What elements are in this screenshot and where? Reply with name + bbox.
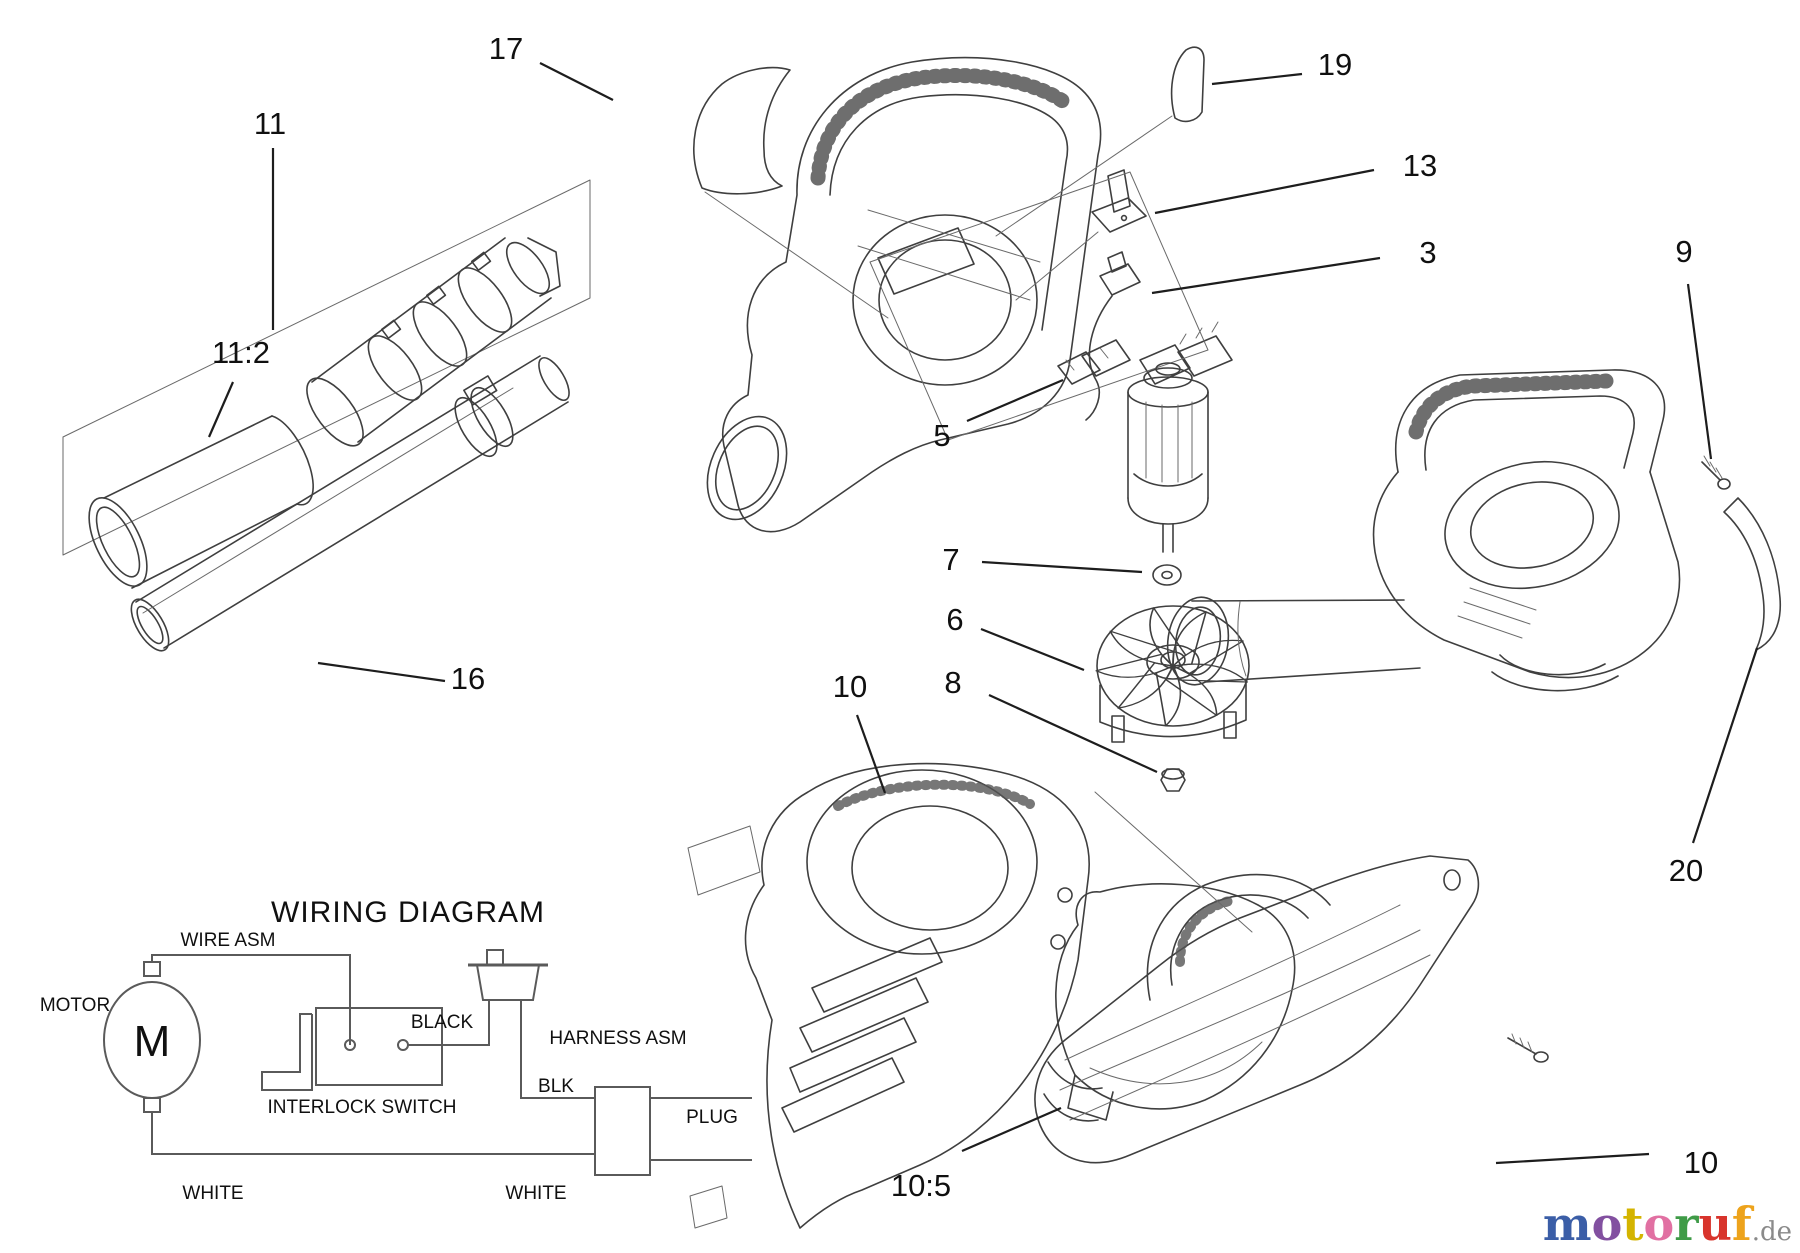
leader-line-20 [1691,647,1759,844]
leader-line-8 [988,694,1158,773]
motor-m-label: M [134,1017,171,1066]
nut-8-drawing [1160,768,1186,792]
callout-20: 20 [1669,853,1703,888]
wiring-diagram: WIRING DIAGRAM [40,896,752,1204]
watermark-letter: f [1732,1197,1755,1251]
callout-16: 16 [451,661,485,696]
callout-8: 8 [944,665,961,700]
wiring-diagram-circuit [103,949,752,1176]
leader-line-5 [966,378,1064,423]
leader-line-11:2 [207,381,235,438]
callout-6: 6 [946,602,963,637]
watermark-letter: o [1644,1197,1675,1251]
motor-label: MOTOR [40,995,110,1016]
callout-10: 10 [1684,1145,1718,1180]
blk-label: BLK [538,1076,574,1097]
diagram-line-art [62,46,1782,1229]
callout-5: 5 [933,418,950,453]
watermark-letter: t [1622,1197,1644,1251]
harness-asm-label: HARNESS ASM [549,1028,686,1049]
watermark-letter: r [1674,1197,1699,1251]
leader-line-19 [1211,72,1303,86]
leader-line-16 [317,661,446,683]
motor-armature-drawing [1127,362,1209,553]
construction-lines [704,115,1253,933]
leader-line-6 [980,627,1085,672]
black-label: BLACK [411,1012,474,1033]
white-left-label: WHITE [182,1183,243,1204]
leader-line-9 [1686,283,1713,460]
strip-20-drawing [1723,497,1782,651]
assembled-blower-drawing [1166,369,1782,692]
connector-5-drawing [869,171,1209,441]
white-right-label: WHITE [505,1183,566,1204]
watermark-letter: m [1543,1197,1592,1251]
watermark-suffix: .de [1752,1217,1792,1247]
screw-9-drawing [1701,455,1731,490]
washer-7-drawing [1152,564,1182,586]
callout-19: 19 [1318,47,1352,82]
callout-10: 10 [833,669,867,704]
leader-line-10:5 [961,1106,1062,1153]
callout-11: 11 [254,106,286,141]
interlock-switch-label: INTERLOCK SWITCH [268,1097,457,1118]
clip-13-drawing [1091,169,1147,233]
screw-drawing [1507,1033,1549,1063]
deflector-19-drawing [1170,46,1205,123]
cover-10-5-drawing [1055,883,1296,1121]
deflector-17-drawing [693,66,791,195]
leader-line-10 [855,714,887,794]
callout-9: 9 [1675,234,1692,269]
watermark-letter: u [1698,1197,1731,1251]
callout-11:2: 11:2 [212,335,270,370]
switch-3-drawing [1085,251,1233,421]
ribbed-tube-drawing [306,237,561,447]
callout-13: 13 [1403,148,1437,183]
leader-line-13 [1154,168,1375,215]
callout-17: 17 [489,31,523,66]
plug-label: PLUG [686,1107,738,1128]
housing-left-half-drawing [693,56,1102,533]
motoruf-watermark: motoruf.de [1543,1197,1792,1251]
leader-line-10 [1495,1152,1650,1165]
wire-asm-label: WIRE ASM [180,930,275,951]
fan-6-drawing [1095,605,1250,743]
leader-line-7 [981,560,1143,574]
leader-line-3 [1151,256,1381,295]
callout-numbers: 17 11 11:2 19 13 3 9 5 7 6 8 10 16 20 10:5 10 [207,31,1759,1203]
wiring-diagram-title: WIRING DIAGRAM [271,896,545,929]
callout-7: 7 [942,542,959,577]
housing-10-lower-drawing [1034,855,1549,1164]
leader-line-17 [539,62,614,101]
callout-10:5: 10:5 [891,1168,951,1203]
reference-panel-outline [62,179,591,556]
foam-sleeve-drawing [88,415,314,589]
long-tube-drawing [130,355,570,652]
callout-3: 3 [1419,235,1436,270]
watermark-letter: o [1592,1197,1623,1251]
fan-housing-10-drawing [687,762,1090,1229]
